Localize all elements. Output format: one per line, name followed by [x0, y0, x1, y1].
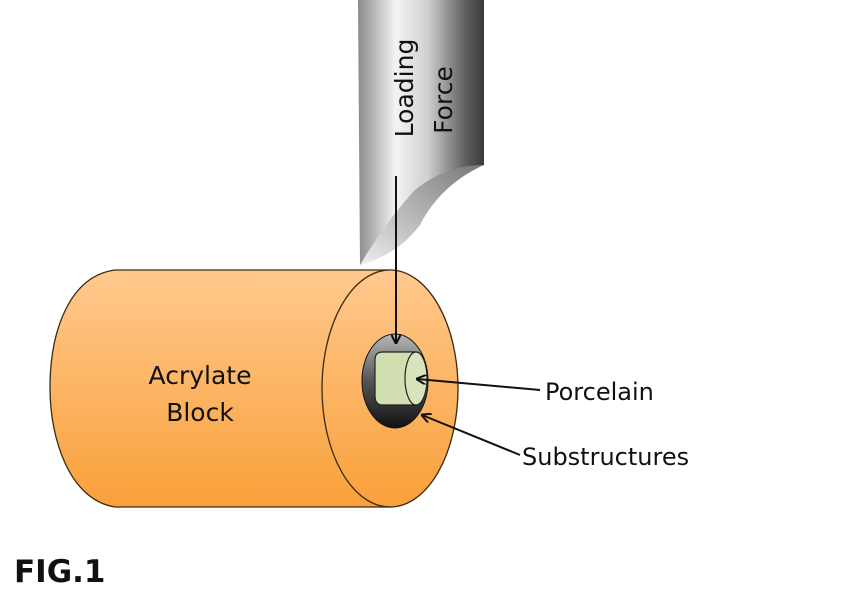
rod-body: [358, 0, 484, 265]
specimen: [361, 333, 429, 429]
porcelain-end: [404, 351, 428, 406]
porcelain-label: Porcelain: [545, 378, 654, 406]
block-body: [49, 269, 391, 508]
porcelain-arrow: [417, 379, 541, 391]
loading-rod: Loading Force: [358, 0, 484, 265]
rod-bevel: [360, 165, 484, 265]
acrylate-label: Acrylate: [149, 361, 252, 390]
porcelain-body: [374, 351, 416, 406]
loading-label: Loading: [390, 39, 419, 138]
block-label: Block: [166, 398, 234, 427]
substructures-label: Substructures: [522, 443, 689, 471]
substructures-arrow: [422, 415, 521, 456]
force-label: Force: [429, 66, 458, 134]
figure-caption: FIG.1: [14, 554, 106, 590]
acrylate-block: Acrylate Block: [49, 269, 459, 508]
